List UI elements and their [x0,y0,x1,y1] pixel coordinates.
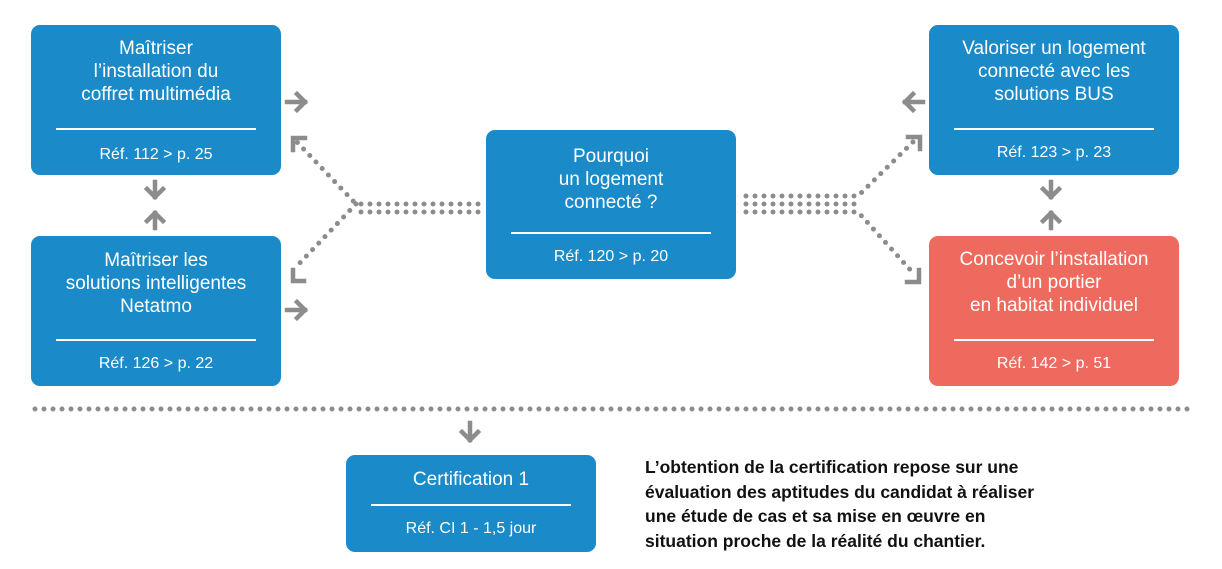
box-reference: Réf. 123 > p. 23 [996,144,1112,161]
dotted-connector-right [743,138,917,277]
box-certification: Certification 1 Réf. CI 1 - 1,5 jour [346,455,596,552]
box-netatmo: Maîtriser les solutions intelligentes Ne… [31,236,281,386]
arrow-up-icon [143,209,167,231]
certification-note: L’obtention de la certification repose s… [645,457,1035,551]
arrow-right-icon [284,298,309,322]
box-pourquoi-logement-connecte: Pourquoi un logement connecté ? Réf. 120… [486,130,736,279]
dotted-connector-left [293,138,481,270]
box-title: Valoriser un logement connecté avec les … [962,38,1146,105]
arrow-down-right-icon [904,267,922,285]
box-title: Pourquoi un logement connecté ? [558,146,664,213]
box-reference: Réf. 142 > p. 51 [996,355,1112,372]
box-divider [954,339,1154,341]
box-divider [511,232,711,234]
box-title: Maîtriser l’installation du coffret mult… [81,38,231,105]
box-divider [371,504,571,506]
box-reference: Réf. 112 > p. 25 [99,146,213,163]
box-reference: Réf. 126 > p. 22 [98,355,214,372]
box-reference: Réf. 120 > p. 20 [553,248,669,265]
box-solutions-bus: Valoriser un logement connecté avec les … [929,25,1179,175]
arrow-down-icon [1039,179,1063,201]
box-divider [56,339,256,341]
box-portier: Concevoir l’installation d’un portier en… [929,236,1179,386]
box-title: Certification 1 [412,469,530,490]
arrow-up-icon [1039,209,1063,231]
arrow-up-left-icon [290,135,308,153]
box-title: Maîtriser les solutions intelligentes Ne… [65,250,247,317]
arrow-down-icon [143,179,167,201]
box-divider [56,128,256,130]
arrow-up-right-icon [905,134,923,152]
box-reference: Réf. CI 1 - 1,5 jour [405,520,537,537]
box-coffret-multimedia: Maîtriser l’installation du coffret mult… [31,25,281,175]
arrow-left-icon [901,90,926,114]
arrow-down-icon [458,420,482,444]
arrow-down-left-icon [290,267,307,284]
box-divider [954,128,1154,130]
box-title: Concevoir l’installation d’un portier en… [959,249,1149,316]
arrow-right-icon [284,90,309,114]
